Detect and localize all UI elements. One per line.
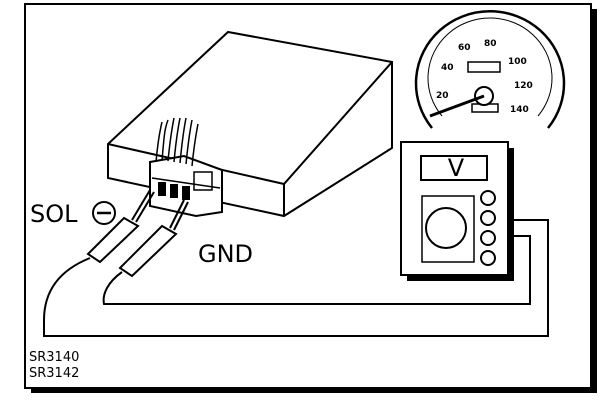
gnd-label: GND xyxy=(198,240,253,268)
voltmeter xyxy=(400,141,514,281)
speed-scale-120: 120 xyxy=(514,81,533,91)
gnd-probe xyxy=(118,199,189,278)
sol-label: SOL xyxy=(30,200,78,228)
meter-dial xyxy=(425,207,467,249)
speed-scale-20: 20 xyxy=(436,91,449,101)
odometer-window xyxy=(467,61,501,73)
ecu-connector xyxy=(149,117,223,218)
gnd-test-lead xyxy=(102,235,531,305)
speed-scale-100: 100 xyxy=(508,57,527,67)
speed-scale-60: 60 xyxy=(458,43,471,53)
sol-probe xyxy=(86,189,155,264)
ref-code-2: SR3142 xyxy=(29,366,79,381)
speed-scale-80: 80 xyxy=(484,39,497,49)
speed-scale-40: 40 xyxy=(441,63,454,73)
speed-scale-140: 140 xyxy=(510,105,529,115)
meter-display-text: V xyxy=(448,154,465,182)
meter-terminal xyxy=(480,230,496,246)
speedometer: 20 40 60 80 100 120 140 xyxy=(414,10,566,129)
meter-terminal xyxy=(480,250,496,266)
speed-needle xyxy=(429,94,485,118)
meter-display xyxy=(420,155,488,181)
meter-terminal xyxy=(480,210,496,226)
sol-test-lead xyxy=(43,219,549,337)
negative-sign-icon xyxy=(92,201,116,225)
ref-code-1: SR3140 xyxy=(29,350,79,365)
meter-terminal xyxy=(480,190,496,206)
